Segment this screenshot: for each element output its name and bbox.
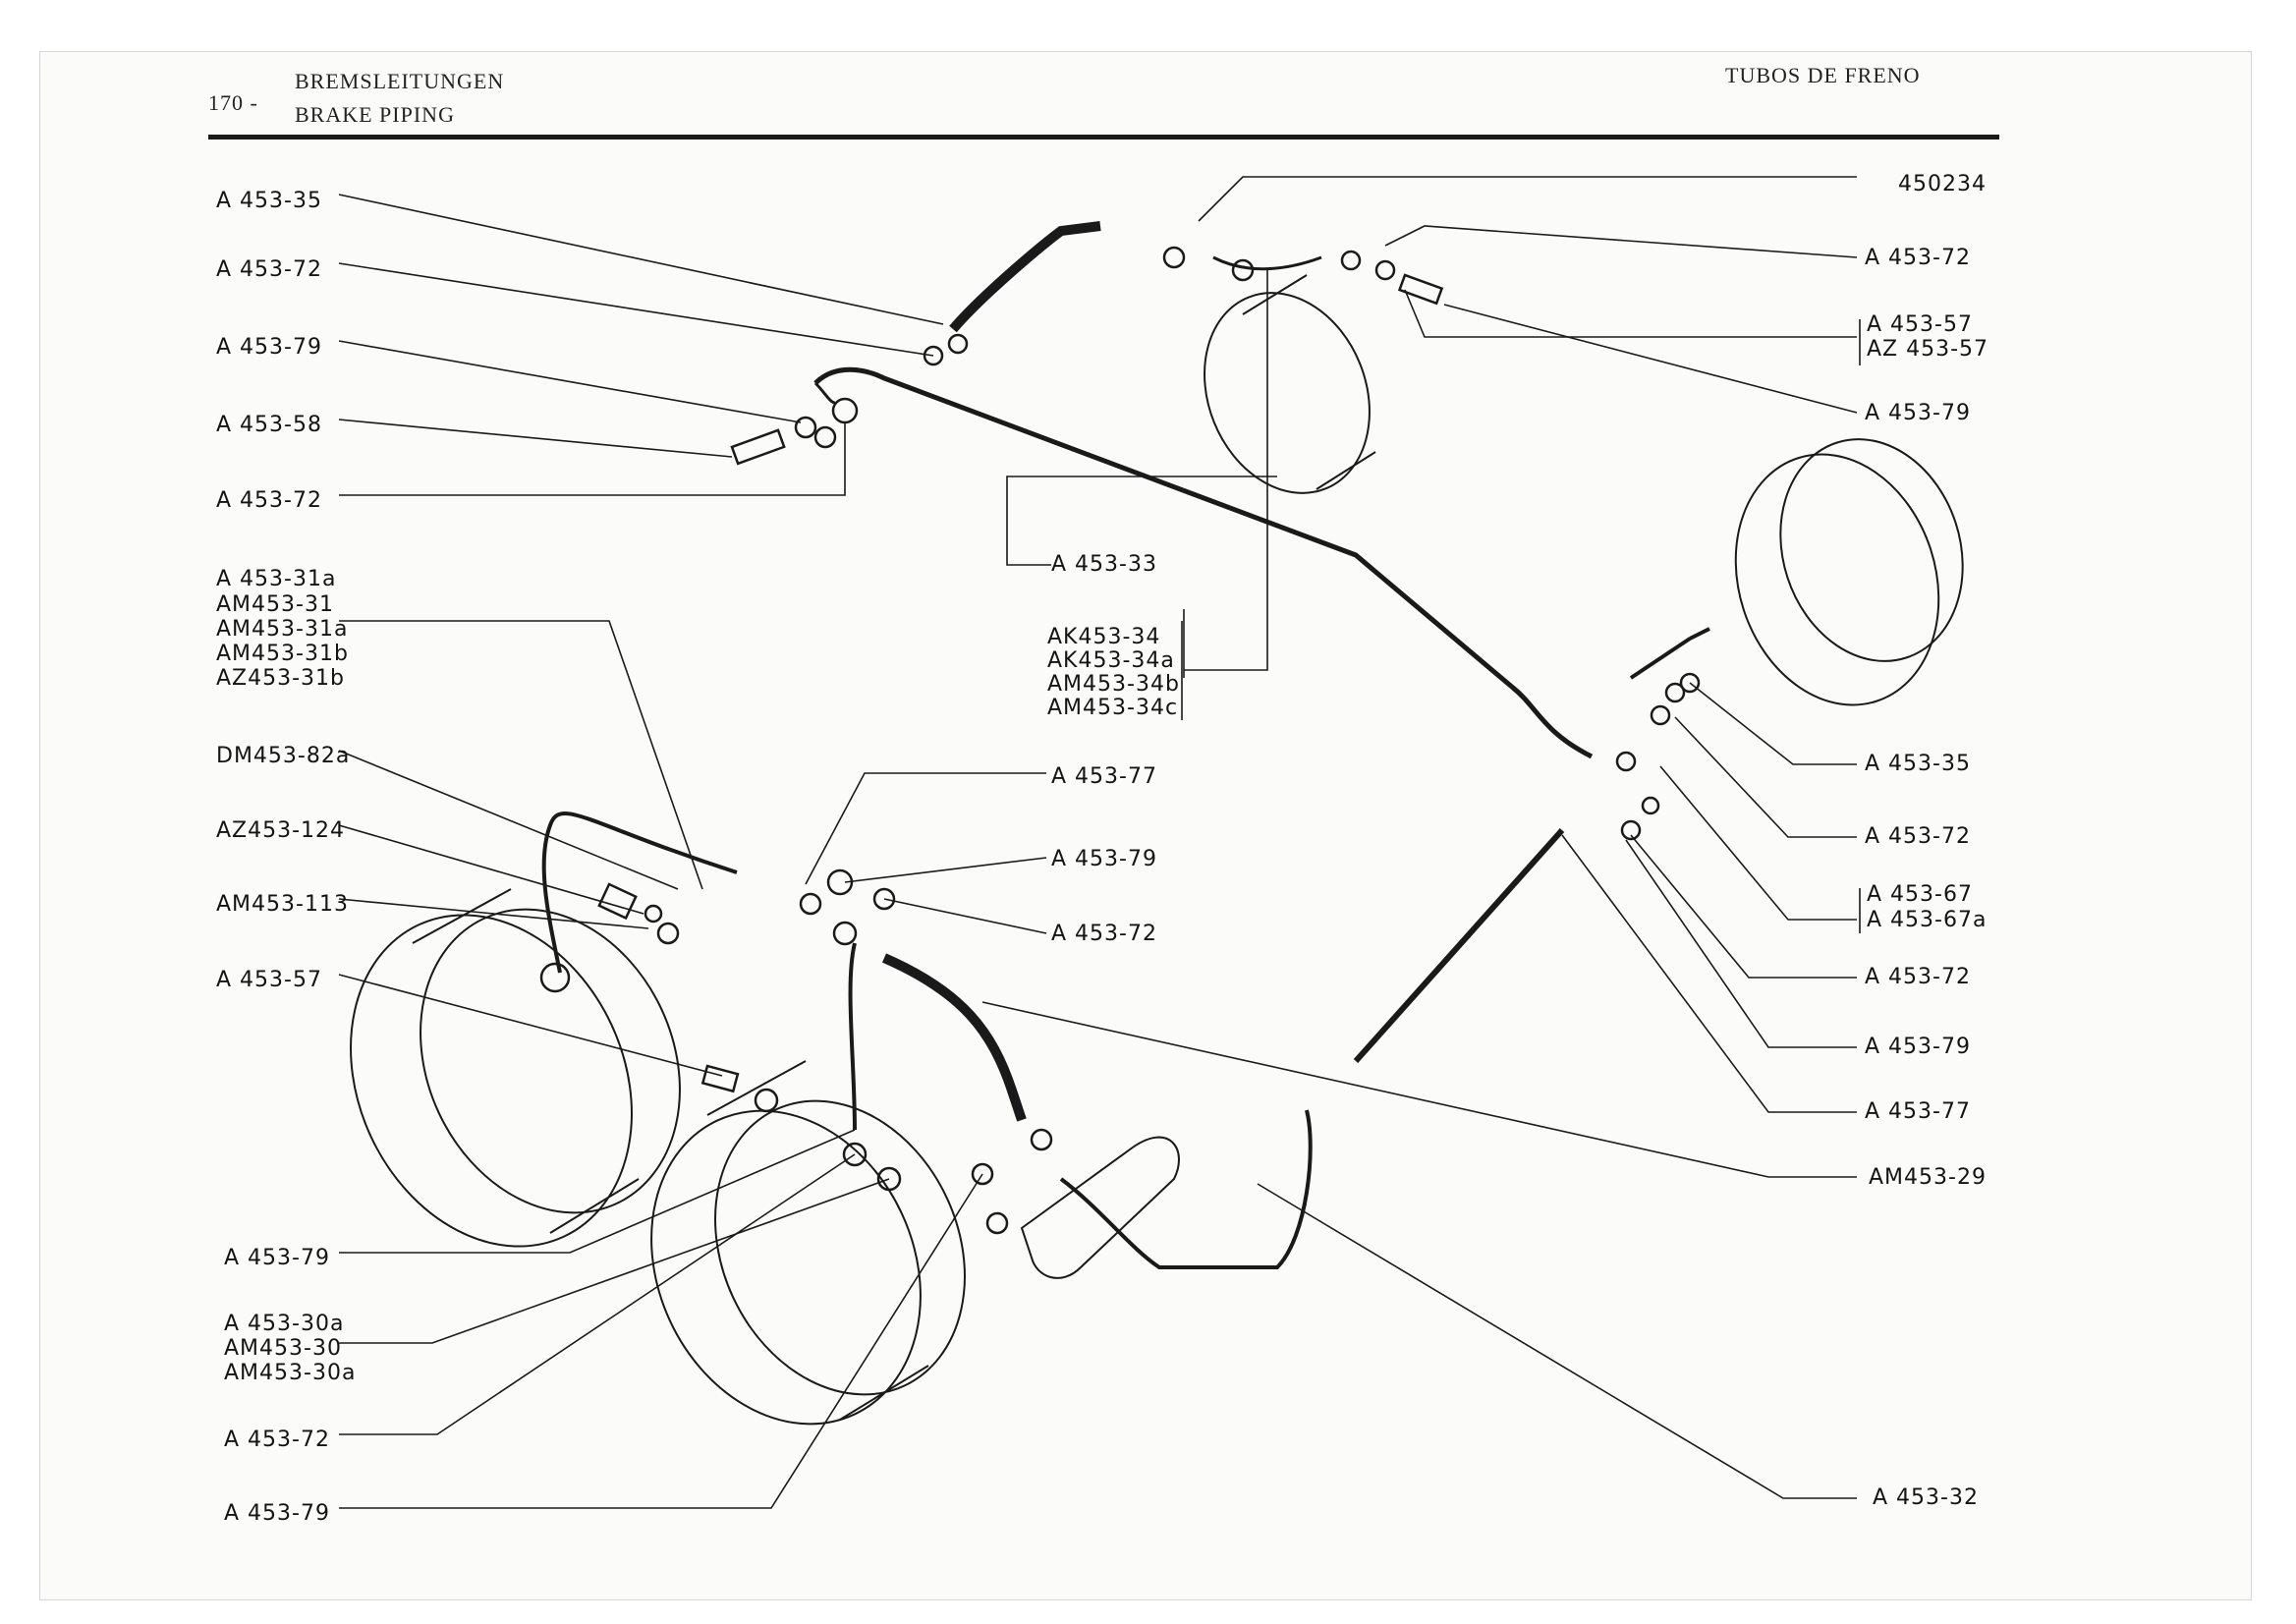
label-dm453-82a: DM453-82a — [216, 744, 351, 768]
label-am453-31b: AM453-31b — [216, 642, 349, 666]
label-ak453-34: AK453-34 — [1047, 625, 1161, 649]
brake-drum-front-left — [1204, 274, 1376, 494]
label-a453-72-left-low: A 453-72 — [224, 1428, 330, 1452]
label-am453-31: AM453-31 — [216, 592, 334, 617]
main-brake-pipe — [813, 366, 1594, 759]
label-ak453-34a: AK453-34a — [1047, 648, 1175, 673]
label-a453-77-right: A 453-77 — [1865, 1099, 1971, 1124]
label-a453-79-left-bottom: A 453-79 — [224, 1501, 330, 1526]
label-am453-30: AM453-30 — [224, 1336, 342, 1361]
label-am453-30a: AM453-30a — [224, 1361, 357, 1385]
label-a453-79-right-top: A 453-79 — [1865, 401, 1971, 425]
label-a453-72-right-a: A 453-72 — [1865, 824, 1971, 849]
label-a453-72-right-b: A 453-72 — [1865, 965, 1971, 989]
front-hose — [949, 221, 1101, 333]
label-a453-67: A 453-67 — [1867, 882, 1973, 907]
rear-hose — [881, 953, 1027, 1122]
label-am453-34b: AM453-34b — [1047, 672, 1180, 697]
label-a453-30a: A 453-30a — [224, 1312, 345, 1336]
label-am453-34c: AM453-34c — [1047, 696, 1179, 720]
label-a453-35-right: A 453-35 — [1865, 752, 1971, 776]
master-cylinder — [1020, 1136, 1180, 1279]
page-title-german: BREMSLEITUNGEN — [295, 69, 505, 93]
fittings — [539, 246, 1701, 1235]
label-a453-79-left-top: A 453-79 — [216, 335, 322, 360]
label-a453-72-left-mid: A 453-72 — [216, 488, 322, 513]
label-am453-113: AM453-113 — [216, 892, 349, 917]
label-am453-31a: AM453-31a — [216, 617, 349, 642]
label-a453-57-left: A 453-57 — [216, 968, 322, 992]
front-right-pipe — [1629, 627, 1710, 680]
label-a453-35-left: A 453-35 — [216, 189, 322, 213]
label-am453-29: AM453-29 — [1869, 1165, 1987, 1190]
label-450234: 450234 — [1898, 172, 1987, 196]
label-az453-31b: AZ453-31b — [216, 666, 346, 691]
label-a453-72-left-top: A 453-72 — [216, 257, 322, 282]
label-az453-57: AZ 453-57 — [1867, 337, 1989, 362]
brake-drum-rear-right — [650, 1060, 966, 1426]
label-a453-72-center: A 453-72 — [1051, 922, 1157, 946]
page-title-spanish: TUBOS DE FRENO — [1725, 63, 1921, 87]
page-number: 170 - — [208, 90, 258, 115]
label-a453-72-right-top: A 453-72 — [1865, 246, 1971, 270]
label-a453-57-right: A 453-57 — [1867, 312, 1973, 337]
label-a453-33: A 453-33 — [1051, 552, 1157, 577]
page-title-english: BRAKE PIPING — [295, 102, 455, 127]
leader-lines — [338, 176, 1861, 1509]
rear-right-pipe — [848, 942, 857, 1131]
label-a453-79-left-low: A 453-79 — [224, 1246, 330, 1270]
label-a453-79-center: A 453-79 — [1051, 847, 1157, 871]
brake-drum-rear-left — [350, 888, 681, 1248]
label-a453-67a: A 453-67a — [1867, 908, 1988, 932]
label-a453-32: A 453-32 — [1873, 1485, 1979, 1510]
brake-drum-front-right — [1734, 438, 1964, 706]
label-a453-58: A 453-58 — [216, 413, 322, 437]
catalog-page — [39, 51, 2252, 1600]
label-az453-124: AZ453-124 — [216, 818, 346, 843]
label-a453-31a: A 453-31a — [216, 567, 337, 591]
label-a453-79-right-b: A 453-79 — [1865, 1035, 1971, 1059]
header-rule — [208, 135, 1999, 140]
long-rod — [1353, 828, 1565, 1063]
master-cylinder-pipe — [1059, 1109, 1313, 1269]
label-a453-77-center: A 453-77 — [1051, 764, 1157, 789]
